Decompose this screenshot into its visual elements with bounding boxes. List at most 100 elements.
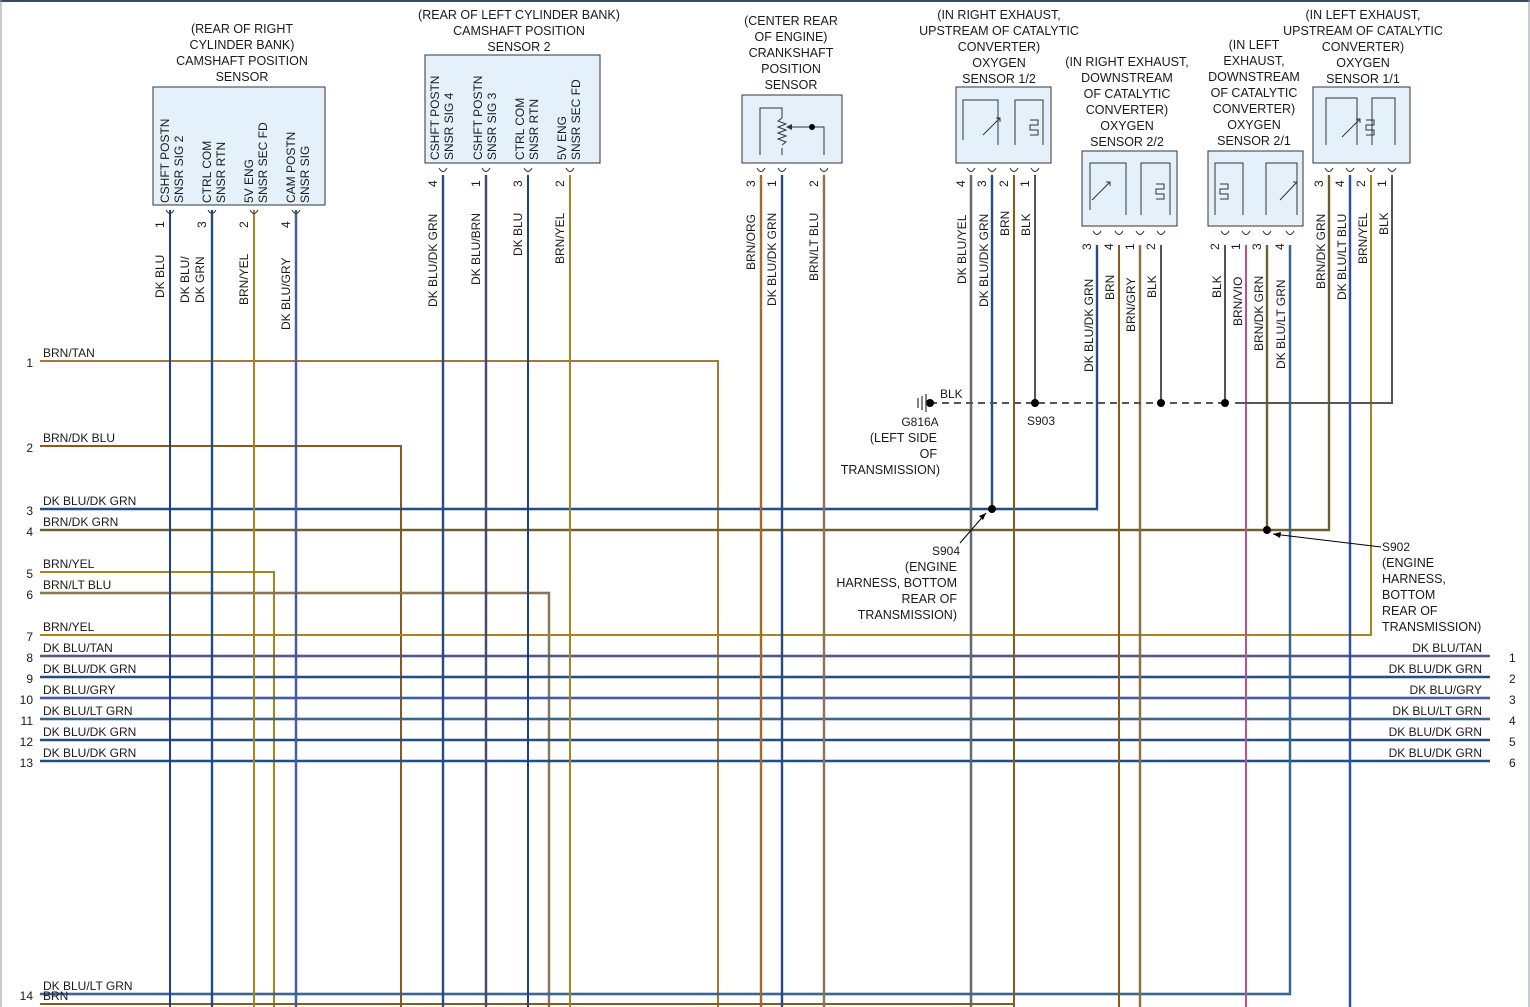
- caption-o2-21: OF CATALYTIC: [1211, 86, 1298, 100]
- wire-label: DK GRN: [193, 256, 207, 303]
- pin-number: 2: [1144, 243, 1158, 250]
- pin-terminal: [1220, 230, 1230, 235]
- pin-label: 5V ENG: [242, 159, 256, 203]
- ground-location: TRANSMISSION): [841, 463, 940, 477]
- splice-s902-location: (ENGINE: [1382, 556, 1434, 570]
- pin-number: 2: [997, 180, 1011, 187]
- wire-label: DK BLU/: [178, 256, 192, 303]
- wire-o2-11-1: [1235, 175, 1393, 404]
- pin-number: 3: [1250, 243, 1264, 250]
- caption-ckp: OF ENGINE): [755, 30, 828, 44]
- wire-row-4-stripe: [40, 175, 1330, 531]
- wire-label: BRN/LT BLU: [807, 213, 821, 281]
- splice-s902-location: TRANSMISSION): [1382, 620, 1481, 634]
- wire-label: BRN: [998, 211, 1012, 236]
- pin-number: 4: [279, 221, 293, 228]
- caption-o2-22: OXYGEN: [1100, 119, 1154, 133]
- pin-number: 2: [1354, 180, 1368, 187]
- row-wire-label: BRN: [43, 989, 68, 1003]
- caption-o2-11: CONVERTER): [1322, 40, 1404, 54]
- sensor-cell-icon: [1265, 162, 1298, 215]
- wire-label: DK BLU/GRY: [279, 258, 293, 330]
- row-wire-label: DK BLU/DK GRN: [1389, 746, 1482, 760]
- row-wire-label: BRN/DK GRN: [43, 515, 118, 529]
- box-cmp-left: [424, 54, 601, 164]
- splice-s904-id: S904: [932, 544, 960, 558]
- wire-label: BLK: [1019, 213, 1033, 236]
- pin-label: CTRL COM: [513, 98, 527, 160]
- pin-terminal: [291, 209, 301, 214]
- ground-wire-label: BLK: [940, 387, 963, 401]
- sensor-cell-icon: [962, 99, 999, 145]
- row-wire-label: BRN/DK BLU: [43, 431, 115, 445]
- pin-terminal: [165, 209, 175, 214]
- pin-number: 1: [469, 180, 483, 187]
- row-wire-label: DK BLU/LT GRN: [1392, 704, 1482, 718]
- pin-terminal: [756, 167, 766, 172]
- pin-number: 3: [975, 180, 989, 187]
- row-wire-label: DK BLU/LT GRN: [43, 704, 133, 718]
- wire-label: BLK: [1145, 275, 1159, 298]
- pin-terminal: [1345, 167, 1355, 172]
- caption-o2-11: OXYGEN: [1336, 56, 1390, 70]
- ground-location: OF: [920, 447, 938, 461]
- ground-id: G816A: [901, 415, 938, 429]
- row-number: 2: [26, 441, 33, 455]
- heater-cell-icon: [1140, 162, 1171, 215]
- row-wire-label: BRN/YEL: [43, 557, 95, 571]
- caption-ckp: (CENTER REAR: [744, 14, 838, 28]
- pin-label: SNSR SEC FD: [569, 79, 583, 160]
- row-number: 12: [20, 735, 34, 749]
- component-boxes: [152, 54, 1411, 235]
- wire-label: BRN/YEL: [1356, 212, 1370, 264]
- row-number: 6: [26, 588, 33, 602]
- pin-terminal: [819, 167, 829, 172]
- row-wire-label: DK BLU/LT GRN: [43, 979, 133, 993]
- caption-o2-11: SENSOR 1/1: [1326, 72, 1400, 86]
- caption-ckp: POSITION: [761, 62, 821, 76]
- wire-label: DK BLU/BRN: [469, 213, 483, 285]
- splice-dot: [1221, 399, 1229, 407]
- wire-row-5: [40, 571, 275, 1007]
- box-cmp-right: [152, 86, 326, 206]
- pin-number: 2: [807, 180, 821, 187]
- pin-number: 1: [153, 221, 167, 228]
- pin-label: SNSR SEC FD: [256, 122, 270, 203]
- caption-o2-12: UPSTREAM OF CATALYTIC: [919, 24, 1079, 38]
- pin-number: 4: [1102, 243, 1116, 250]
- pin-number: 3: [195, 221, 209, 228]
- arrow-s902: [1273, 532, 1281, 538]
- wire-label: BRN/DK GRN: [1252, 276, 1266, 351]
- ground-location: (LEFT SIDE: [870, 431, 937, 445]
- wire-label: DK BLU: [511, 213, 525, 256]
- heater-icon: [1219, 183, 1229, 200]
- caption-o2-12: CONVERTER): [958, 40, 1040, 54]
- caption-ckp: CRANKSHAFT: [749, 46, 834, 60]
- pin-terminal: [249, 209, 259, 214]
- row-number: 3: [26, 504, 33, 518]
- caption-cmp-right: SENSOR: [216, 70, 269, 84]
- row-wire-label: DK BLU/DK GRN: [1389, 725, 1482, 739]
- pin-terminal: [1262, 230, 1272, 235]
- row-wire-label: DK BLU/DK GRN: [43, 725, 136, 739]
- wire-label: DK BLU/DK GRN: [765, 213, 779, 306]
- wire-label: BLK: [1210, 275, 1224, 298]
- heater-cell-icon: [1371, 97, 1396, 145]
- row-wire-label: DK BLU/GRY: [43, 683, 115, 697]
- row-number: 7: [26, 630, 33, 644]
- row-wire-label: BRN/LT BLU: [43, 578, 111, 592]
- pin-number: 1: [765, 180, 779, 187]
- row-wire-label: DK BLU/DK GRN: [43, 746, 136, 760]
- pin-number: 2: [237, 221, 251, 228]
- wire-row-6-stripe: [40, 592, 550, 1007]
- pin-terminal: [481, 167, 491, 172]
- pin-label: CAM POSTN: [284, 132, 298, 203]
- wire-label: BRN/DK GRN: [1314, 214, 1328, 289]
- caption-o2-22: (IN RIGHT EXHAUST,: [1065, 55, 1188, 69]
- pin-terminal: [523, 167, 533, 172]
- pin-label: SNSR SIG 4: [442, 92, 456, 160]
- caption-o2-21: DOWNSTREAM: [1208, 70, 1300, 84]
- arrow-s904: [979, 513, 986, 520]
- pin-terminal: [1387, 167, 1397, 172]
- caption-o2-12: OXYGEN: [972, 56, 1026, 70]
